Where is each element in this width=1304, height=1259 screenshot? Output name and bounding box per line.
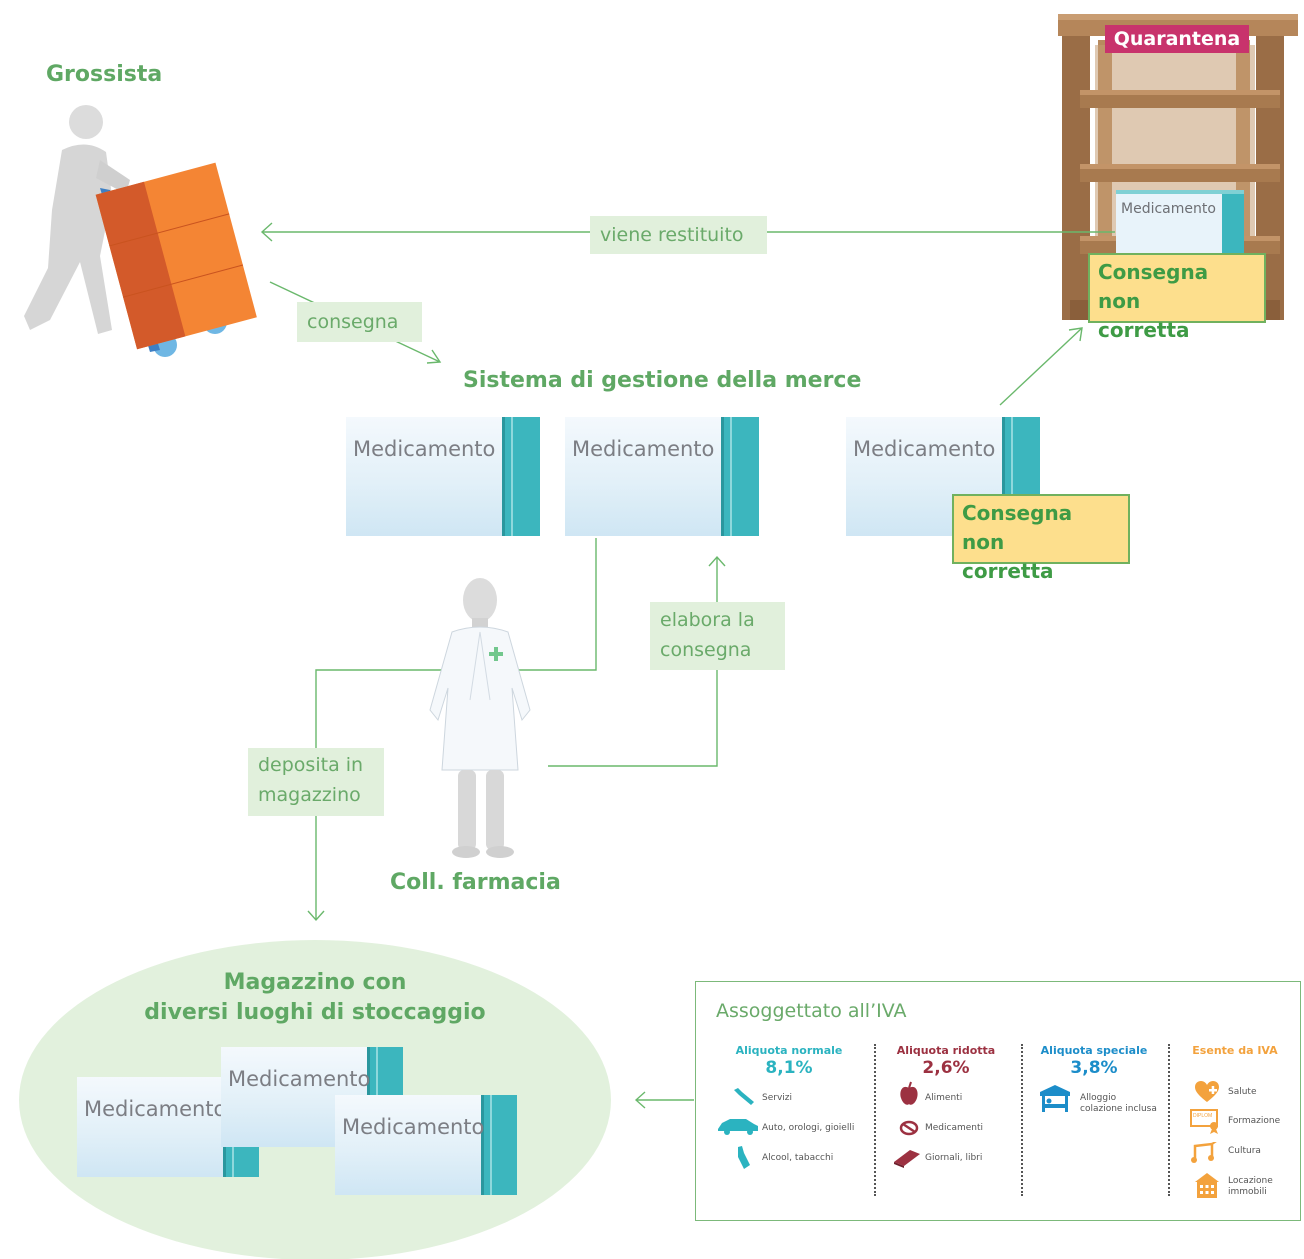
warehouse-box-3: Medicamento bbox=[335, 1095, 517, 1195]
vat-exempt-heading: Esente da IVA bbox=[1192, 1044, 1278, 1057]
store-label: deposita in magazzino bbox=[248, 748, 384, 816]
vat-separator-2 bbox=[1021, 1044, 1023, 1196]
staff-title: Coll. farmacia bbox=[390, 870, 561, 895]
book-icon bbox=[894, 1150, 920, 1168]
return-arrow-head bbox=[260, 222, 273, 242]
delivery-label: consegna bbox=[297, 302, 422, 342]
heart-plus-icon bbox=[1195, 1081, 1219, 1102]
quarantine-incorrect-note: Consegna non corretta bbox=[1088, 253, 1266, 342]
building-icon bbox=[1195, 1173, 1219, 1198]
vat-normal-rate: 8,1% bbox=[765, 1058, 813, 1078]
delivery-arrow-head bbox=[426, 349, 442, 364]
warehouse-box-1-label: Medicamento bbox=[84, 1097, 227, 1121]
vat-normal-item-3: Alcool, tabacchi bbox=[762, 1153, 834, 1163]
vat-panel: Assoggettato all’IVA Aliquota normale 8,… bbox=[695, 981, 1301, 1221]
vat-normal-heading: Aliquota normale bbox=[735, 1044, 843, 1057]
system-title: Sistema di gestione della merce bbox=[463, 368, 862, 393]
vat-reduced-rate: 2,6% bbox=[922, 1058, 970, 1078]
vat-reduced-item-2: Medicamenti bbox=[925, 1123, 984, 1133]
process-label: elabora la consegna bbox=[650, 602, 785, 670]
vat-exempt-item-3: Cultura bbox=[1228, 1146, 1261, 1156]
process-label-line1: elabora la bbox=[660, 609, 755, 631]
vat-exempt-item-4: Locazione immobili bbox=[1228, 1176, 1273, 1198]
vat-column-special: Aliquota speciale 3,8% bbox=[1034, 1044, 1154, 1078]
quarantine-incorrect-line2: corretta bbox=[1098, 318, 1190, 342]
warehouse-title-line2: diversi luoghi di stoccaggio bbox=[144, 1000, 486, 1025]
vat-special-item-1-line2: colazione inclusa bbox=[1080, 1104, 1157, 1114]
apple-icon bbox=[900, 1081, 918, 1105]
process-arrow-head bbox=[708, 555, 726, 567]
medicine-box-1: Medicamento bbox=[346, 417, 540, 536]
pharmacist-figure bbox=[429, 578, 531, 858]
diploma-badge: DIPLOM bbox=[1193, 1113, 1212, 1119]
vat-column-exempt: Esente da IVA bbox=[1180, 1044, 1290, 1057]
vat-title: Assoggettato all’IVA bbox=[716, 1000, 907, 1022]
incorrect-delivery-line2: corretta bbox=[962, 559, 1054, 583]
vat-separator-1 bbox=[874, 1044, 876, 1196]
incorrect-delivery-line1: Consegna non bbox=[962, 501, 1073, 554]
music-icon bbox=[1191, 1142, 1217, 1163]
vat-normal-item-1: Servizi bbox=[762, 1093, 793, 1103]
vat-reduced-item-1: Alimenti bbox=[925, 1093, 963, 1103]
vat-special-rate: 3,8% bbox=[1070, 1058, 1118, 1078]
wrench-icon bbox=[734, 1088, 754, 1105]
vat-arrow-head bbox=[634, 1091, 646, 1109]
store-arrow-head bbox=[307, 910, 325, 922]
wholesaler-figure bbox=[24, 105, 257, 357]
vat-normal-item-2: Auto, orologi, gioielli bbox=[762, 1123, 855, 1133]
vat-special-item-1-line1: Alloggio bbox=[1080, 1093, 1117, 1103]
warehouse-title-line1: Magazzino con bbox=[223, 970, 407, 995]
vat-exempt-item-1: Salute bbox=[1228, 1087, 1257, 1097]
pill-icon bbox=[899, 1120, 919, 1136]
car-icon bbox=[718, 1119, 758, 1135]
vat-separator-3 bbox=[1168, 1044, 1170, 1196]
quarantine-arrow-head bbox=[1068, 327, 1083, 342]
vat-column-normal: Aliquota normale 8,1% bbox=[724, 1044, 854, 1078]
warehouse-box-3-label: Medicamento bbox=[342, 1115, 485, 1139]
vat-special-heading: Aliquota speciale bbox=[1040, 1044, 1148, 1057]
vat-reduced-heading: Aliquota ridotta bbox=[896, 1044, 996, 1057]
diploma-icon: DIPLOM bbox=[1190, 1109, 1218, 1134]
bottle-icon bbox=[738, 1146, 750, 1169]
store-label-line2: magazzino bbox=[258, 784, 361, 806]
wholesaler-title: Grossista bbox=[46, 62, 163, 87]
medicine-box-incorrect-label: Medicamento bbox=[853, 437, 996, 461]
quarantine-label: Quarantena bbox=[1105, 25, 1249, 53]
process-label-line2: consegna bbox=[660, 639, 752, 661]
warehouse-title: Magazzino con diversi luoghi di stoccagg… bbox=[120, 968, 510, 1028]
vat-reduced-item-3: Giornali, libri bbox=[925, 1153, 983, 1163]
medicine-box-1-label: Medicamento bbox=[353, 437, 496, 461]
bed-icon bbox=[1040, 1085, 1070, 1112]
vat-exempt-item-2: Formazione bbox=[1228, 1116, 1281, 1126]
store-label-line1: deposita in bbox=[258, 754, 364, 776]
quarantine-arrow-line bbox=[999, 327, 1083, 406]
vat-exempt-item-4-line2: immobili bbox=[1228, 1187, 1267, 1197]
vat-special-item-1: Alloggio colazione inclusa bbox=[1080, 1093, 1157, 1115]
vat-column-reduced: Aliquota ridotta 2,6% bbox=[886, 1044, 1006, 1078]
quarantine-incorrect-line1: Consegna non bbox=[1098, 260, 1209, 313]
medicine-box-2-label: Medicamento bbox=[572, 437, 715, 461]
vat-exempt-item-4-line1: Locazione bbox=[1228, 1176, 1273, 1186]
shelf-medicine-label: Medicamento bbox=[1121, 201, 1216, 217]
shelf-medicine-box bbox=[1116, 190, 1244, 253]
medicine-box-2: Medicamento bbox=[565, 417, 759, 536]
incorrect-delivery-note: Consegna non corretta bbox=[952, 494, 1130, 583]
warehouse-box-2-label: Medicamento bbox=[228, 1067, 371, 1091]
returned-label: viene restituito bbox=[590, 216, 767, 254]
